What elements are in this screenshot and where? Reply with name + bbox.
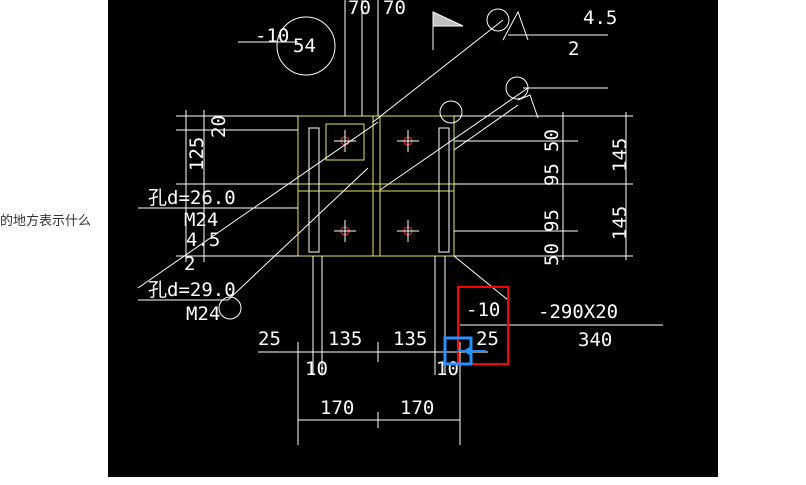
- label-top-dim-right: 70: [383, 0, 406, 19]
- stiffener-callout-circle: [276, 16, 336, 76]
- label-bottom-170-left: 170: [320, 397, 354, 419]
- stiffener-slots: [308, 127, 450, 253]
- weld-symbol-top: [502, 10, 529, 41]
- label-weld-left: 4.5: [186, 229, 220, 251]
- slot-left: [308, 127, 320, 253]
- bolt-hole-ll: [334, 220, 356, 242]
- dimension-lines: [176, 0, 663, 445]
- drawing-labels: 70 70 -10 54 4.5 2 20 125 孔d=26.0 M24 4.…: [148, 0, 631, 419]
- label-plate-spec: -290X20: [538, 301, 618, 323]
- highlight-red-box: [457, 286, 509, 365]
- label-bottom-135-left: 135: [328, 328, 362, 350]
- label-right-50-top: 50: [541, 129, 563, 152]
- weld-circle-top: [486, 8, 510, 32]
- label-stiffener-no: 54: [293, 35, 316, 57]
- label-boxed-25: 25: [476, 328, 499, 350]
- callouts: [218, 8, 539, 320]
- weld-circle-mid: [505, 76, 529, 100]
- leader-lines: [137, 19, 608, 301]
- weld-circle-lower: [218, 296, 242, 320]
- weld-symbol-mid: [517, 94, 539, 119]
- flag-icon: [432, 11, 464, 27]
- label-plate-len: 340: [578, 329, 612, 351]
- label-plate-thickness: -10: [255, 25, 289, 47]
- bolt-hole-ur: [397, 130, 419, 152]
- label-bottom-10-left: 10: [305, 358, 328, 380]
- label-hole-lower: 孔d=29.0: [148, 279, 236, 301]
- base-plate-outline: [297, 115, 455, 257]
- label-bottom-170-right: 170: [400, 397, 434, 419]
- cad-drawing-canvas: 70 70 -10 54 4.5 2 20 125 孔d=26.0 M24 4.…: [137, 0, 663, 445]
- label-bottom-10-right: 10: [436, 358, 459, 380]
- label-weld-count: 2: [568, 38, 579, 60]
- label-right-145-top: 145: [609, 138, 631, 172]
- blue-cursor-icon: [443, 336, 486, 366]
- label-right-50-bottom: 50: [541, 243, 563, 266]
- label-bottom-135-right: 135: [393, 328, 427, 350]
- label-boxed-thickness: -10: [466, 299, 500, 321]
- bolt-holes: [334, 130, 419, 242]
- upper-left-washer: [325, 123, 365, 161]
- label-left-2: 2: [184, 253, 195, 275]
- weld-circle-plate: [439, 100, 463, 124]
- label-bolt-upper: M24: [184, 209, 218, 231]
- cad-drawing-viewport[interactable]: 70 70 -10 54 4.5 2 20 125 孔d=26.0 M24 4.…: [108, 0, 718, 477]
- label-left-125: 125: [186, 137, 208, 171]
- label-right-145-bottom: 145: [609, 206, 631, 240]
- question-text-fragment: 的地方表示什么: [0, 214, 92, 229]
- label-left-20: 20: [208, 115, 230, 138]
- label-bolt-lower: M24: [186, 303, 220, 325]
- label-bottom-25: 25: [258, 328, 281, 350]
- base-plate-rect: [297, 115, 455, 257]
- slot-right: [438, 127, 450, 253]
- label-right-95-bottom: 95: [541, 209, 563, 232]
- label-weld-size: 4.5: [583, 7, 617, 29]
- label-hole-upper: 孔d=26.0: [148, 187, 236, 209]
- bolt-hole-ul: [334, 130, 356, 152]
- label-right-95-top: 95: [541, 163, 563, 186]
- bolt-hole-lr: [397, 220, 419, 242]
- label-top-dim-left: 70: [348, 0, 371, 19]
